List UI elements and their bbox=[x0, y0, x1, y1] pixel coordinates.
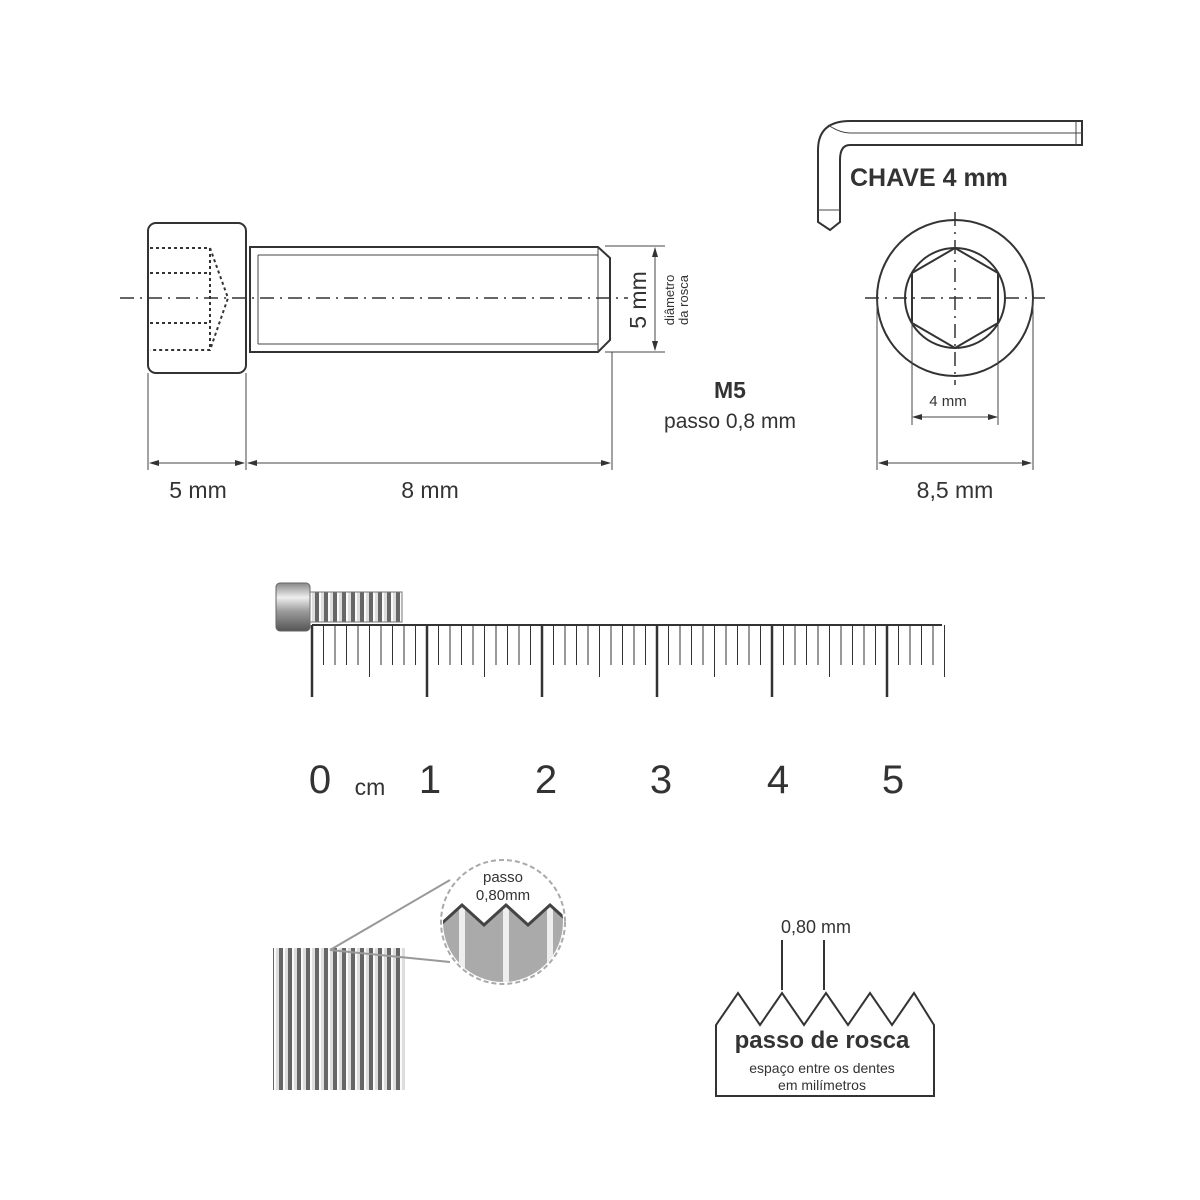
thread-closeup: passo 0,80mm bbox=[273, 859, 566, 1090]
ruler-label-3: 3 bbox=[650, 758, 672, 802]
bolt-shank bbox=[249, 246, 611, 353]
hex-socket-hidden-lines bbox=[150, 247, 230, 351]
ruler: 0 cm 1 2 3 4 5 bbox=[275, 582, 945, 802]
head-diameter-label: 8,5 mm bbox=[917, 477, 994, 503]
pitch-title: passo de rosca bbox=[735, 1027, 910, 1054]
pitch-desc-2: em milímetros bbox=[778, 1077, 866, 1093]
shank-length-label: 8 mm bbox=[401, 477, 459, 503]
bolt-photo-thread bbox=[309, 591, 403, 623]
ruler-label-5: 5 bbox=[882, 758, 904, 802]
pitch-value: 0,80 mm bbox=[781, 917, 851, 937]
hex-socket bbox=[911, 246, 999, 350]
bolt-end-view: 4 mm 8,5 mm bbox=[865, 212, 1045, 503]
ruler-label-1: 1 bbox=[419, 758, 441, 802]
thread-diameter-caption-2: da rosca bbox=[676, 274, 691, 325]
allen-key-icon bbox=[817, 120, 1083, 232]
thread-size: M5 bbox=[714, 377, 746, 403]
pitch-desc-1: espaço entre os dentes bbox=[749, 1060, 895, 1076]
ruler-label-0: 0 bbox=[309, 758, 331, 802]
zoom-label-2: 0,80mm bbox=[476, 887, 530, 904]
thread-diameter-caption-1: diâmetro bbox=[662, 275, 677, 326]
thread-pitch: passo 0,8 mm bbox=[664, 410, 796, 433]
bolt-photo-head bbox=[275, 582, 311, 632]
zoom-label-1: passo bbox=[483, 869, 523, 886]
ruler-label-2: 2 bbox=[535, 758, 557, 802]
pitch-diagram: 0,80 mm passo de rosca espaço entre os d… bbox=[715, 917, 935, 1097]
key-size-label: CHAVE 4 mm bbox=[850, 164, 1008, 192]
socket-size-label: 4 mm bbox=[929, 393, 967, 410]
ruler-label-4: 4 bbox=[767, 758, 789, 802]
thread-diameter-label: 5 mm bbox=[625, 271, 651, 329]
head-length-label: 5 mm bbox=[169, 477, 227, 503]
bolt-side-view: 5 mm 8 mm 5 mm diâmetro da rosca bbox=[120, 222, 691, 503]
ruler-unit: cm bbox=[355, 774, 386, 800]
